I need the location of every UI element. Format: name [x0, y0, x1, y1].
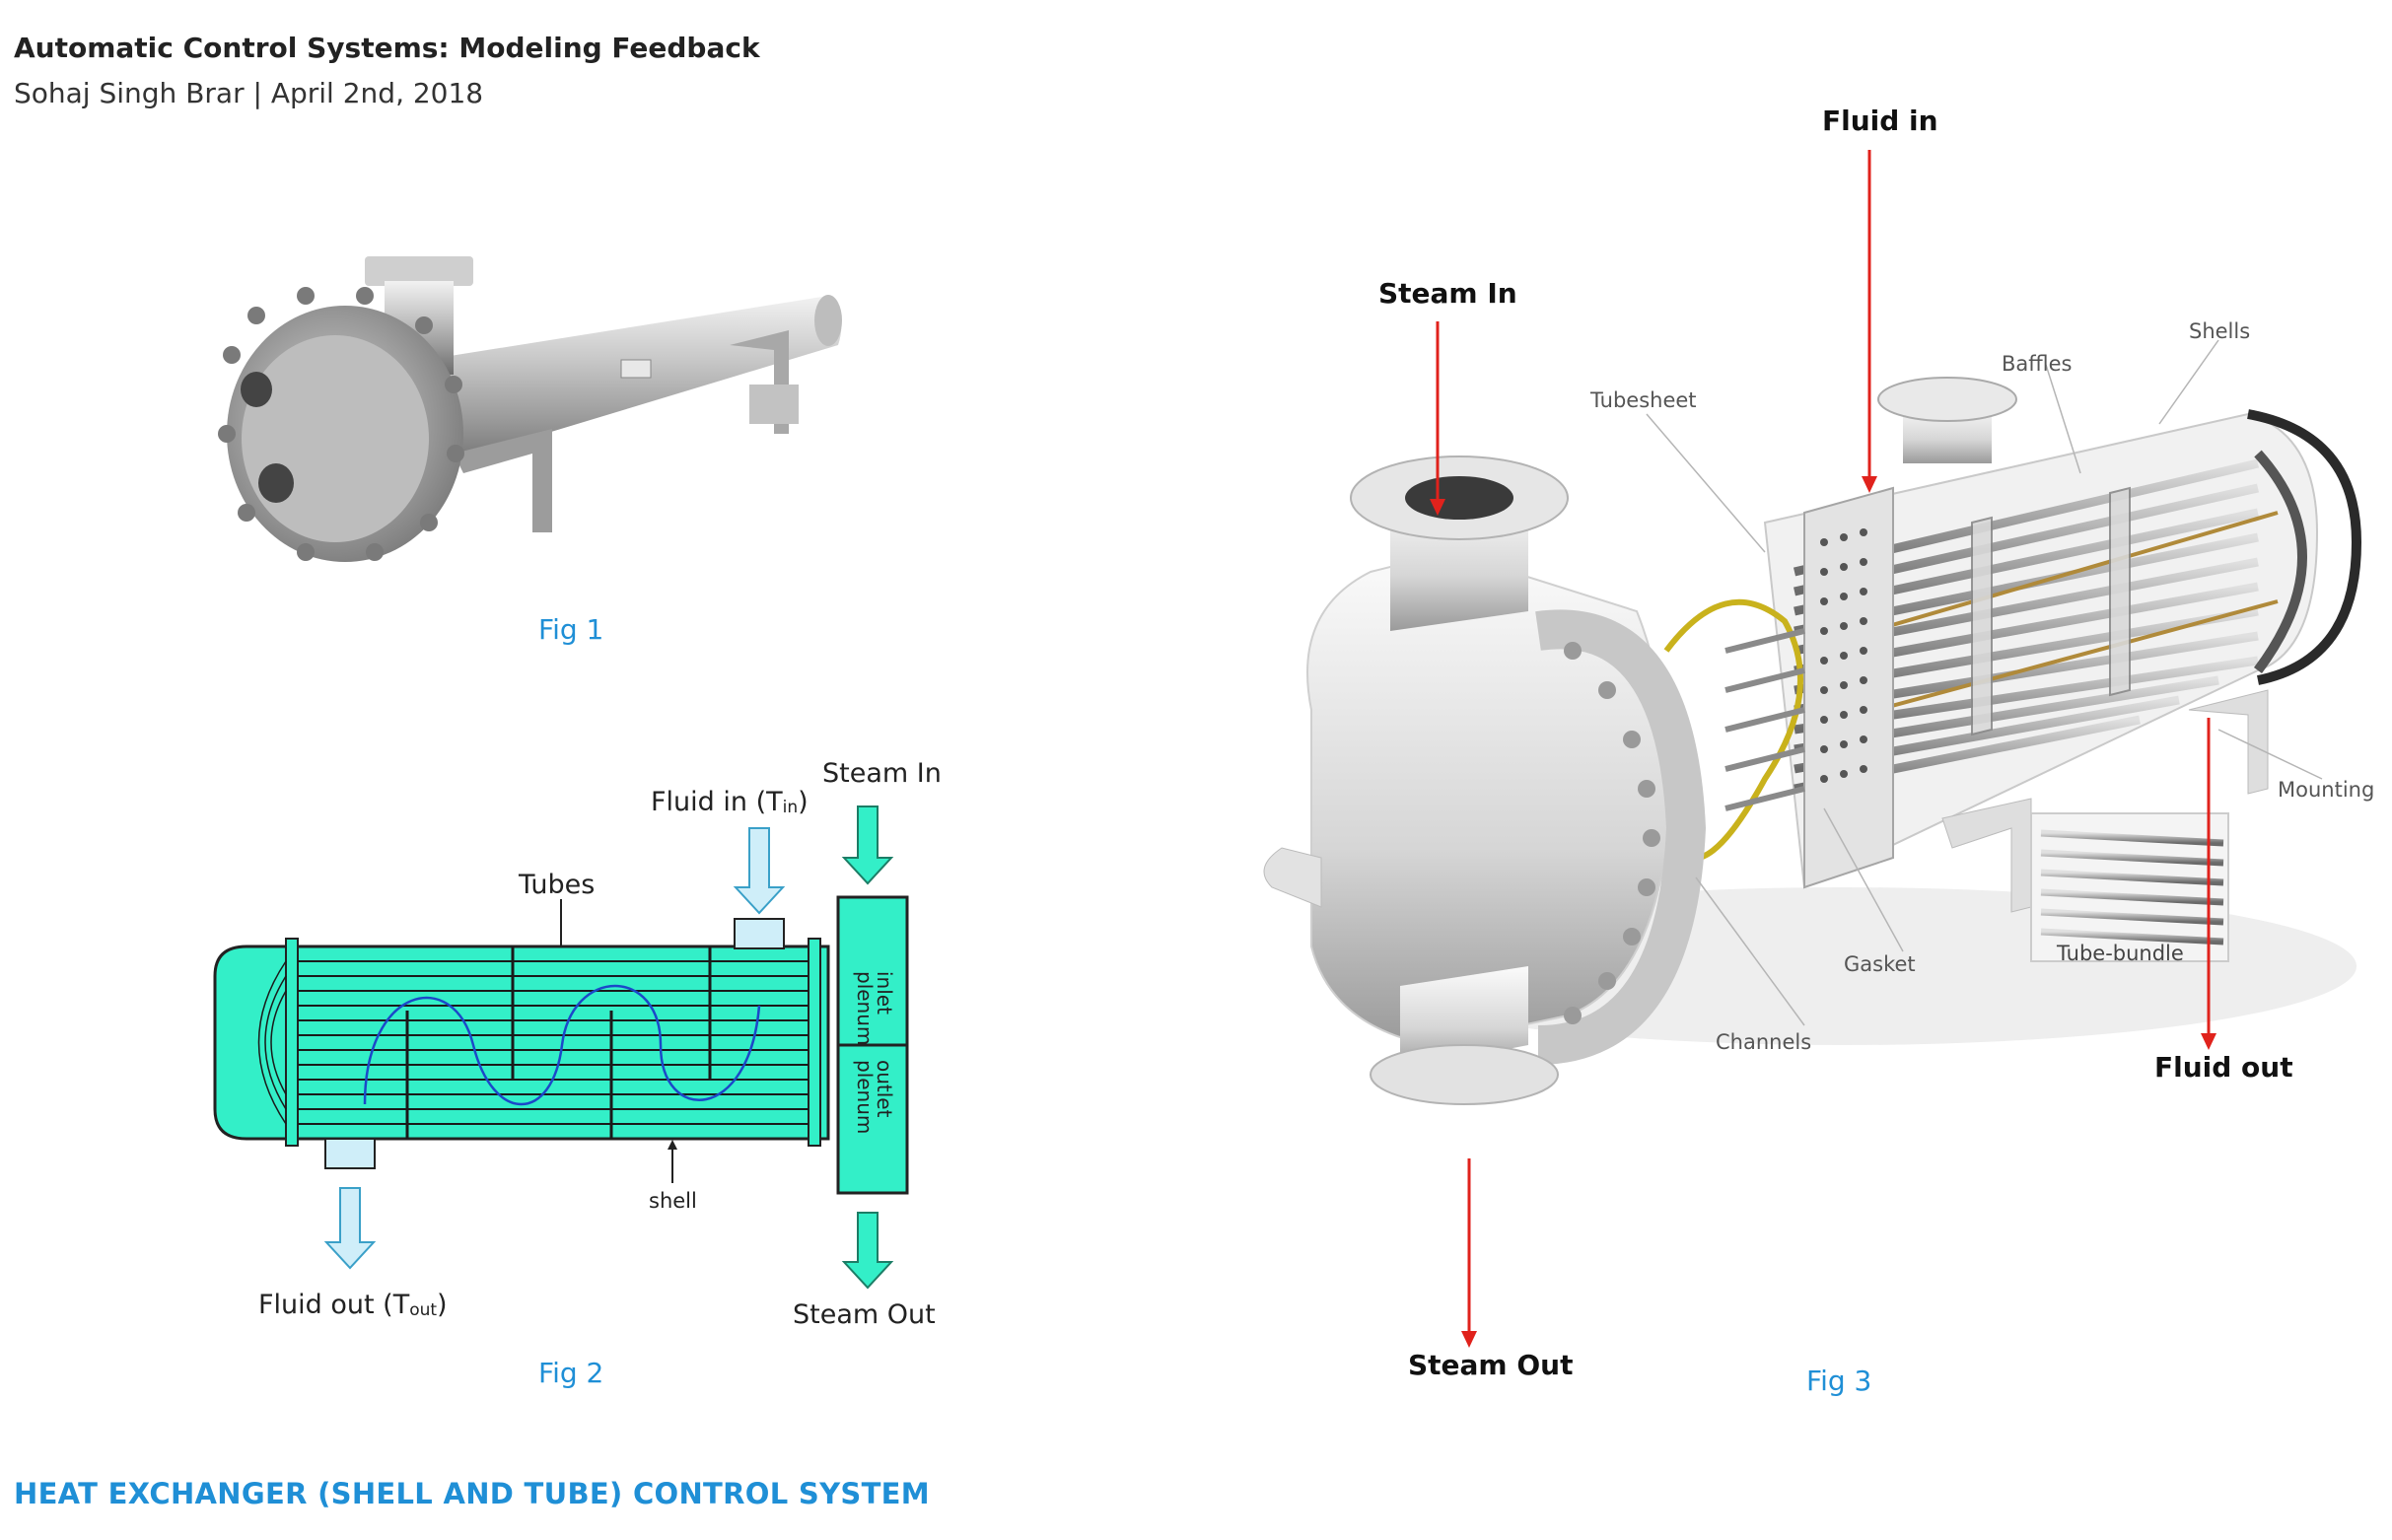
fluid-in-arrow-icon	[733, 827, 786, 915]
fig3-label-steam-out: Steam Out	[1408, 1349, 1573, 1381]
fig3-caption: Fig 3	[1806, 1365, 1872, 1397]
fig2-label-shell: shell	[649, 1189, 697, 1213]
fig2-label-fluid-out: Fluid out (Tout)	[258, 1290, 448, 1320]
steam-out-red-arrowhead-icon	[1461, 1331, 1477, 1348]
fig3-label-shells: Shells	[2189, 319, 2250, 343]
document-title: Automatic Control Systems: Modeling Feed…	[14, 32, 760, 64]
fig1-caption: Fig 1	[538, 613, 604, 646]
fig3-label-mounting: Mounting	[2278, 778, 2374, 802]
fluid-out-red-arrowhead-icon	[2201, 1033, 2216, 1050]
fig2-label-inlet-plenum-2: plenum	[853, 971, 877, 1045]
fig3-label-baffles: Baffles	[2002, 352, 2072, 376]
fig3-label-tubesheet: Tubesheet	[1589, 388, 1697, 412]
fig2-label-tubes: Tubes	[518, 870, 595, 900]
fig3-label-tube-bundle: Tube-bundle	[2056, 942, 2184, 965]
steam-in-red-arrowhead-icon	[1430, 499, 1445, 516]
fig3-label-fluid-in: Fluid in	[1822, 105, 1938, 137]
fig2-caption: Fig 2	[538, 1357, 604, 1389]
author-date-byline: Sohaj Singh Brar | April 2nd, 2018	[14, 77, 484, 109]
fig2-label-steam-in: Steam In	[822, 758, 942, 789]
fig2-label-fluid-in: Fluid in (Tin)	[651, 787, 809, 817]
fig2-schematic-diagram: Fluid in (Tin) Steam In Tubes inlet plen…	[213, 758, 942, 1330]
fig3-label-fluid-out: Fluid out	[2154, 1051, 2293, 1084]
fig3-label-channels: Channels	[1716, 1030, 1811, 1054]
fluid-out-arrow-icon	[323, 1187, 377, 1270]
fig3-cutaway-illustration: Fluid in Steam In Fluid out Steam Out Tu…	[1263, 105, 2374, 1381]
fluid-in-red-arrowhead-icon	[1862, 476, 1877, 493]
steam-in-arrow-icon	[841, 805, 894, 885]
fig2-label-outlet-plenum-2: plenum	[853, 1060, 877, 1134]
fig2-label-inlet-plenum-1: inlet	[873, 971, 896, 1015]
fig2-label-steam-out: Steam Out	[793, 1299, 936, 1330]
fig2-label-outlet-plenum-1: outlet	[873, 1060, 896, 1118]
steam-out-arrow-icon	[841, 1212, 894, 1290]
fig3-label-gasket: Gasket	[1844, 952, 1916, 976]
fig1-heat-exchanger-photo	[218, 256, 842, 562]
fig3-label-steam-in: Steam In	[1378, 277, 1517, 310]
section-heading: HEAT EXCHANGER (SHELL AND TUBE) CONTROL …	[14, 1477, 930, 1510]
